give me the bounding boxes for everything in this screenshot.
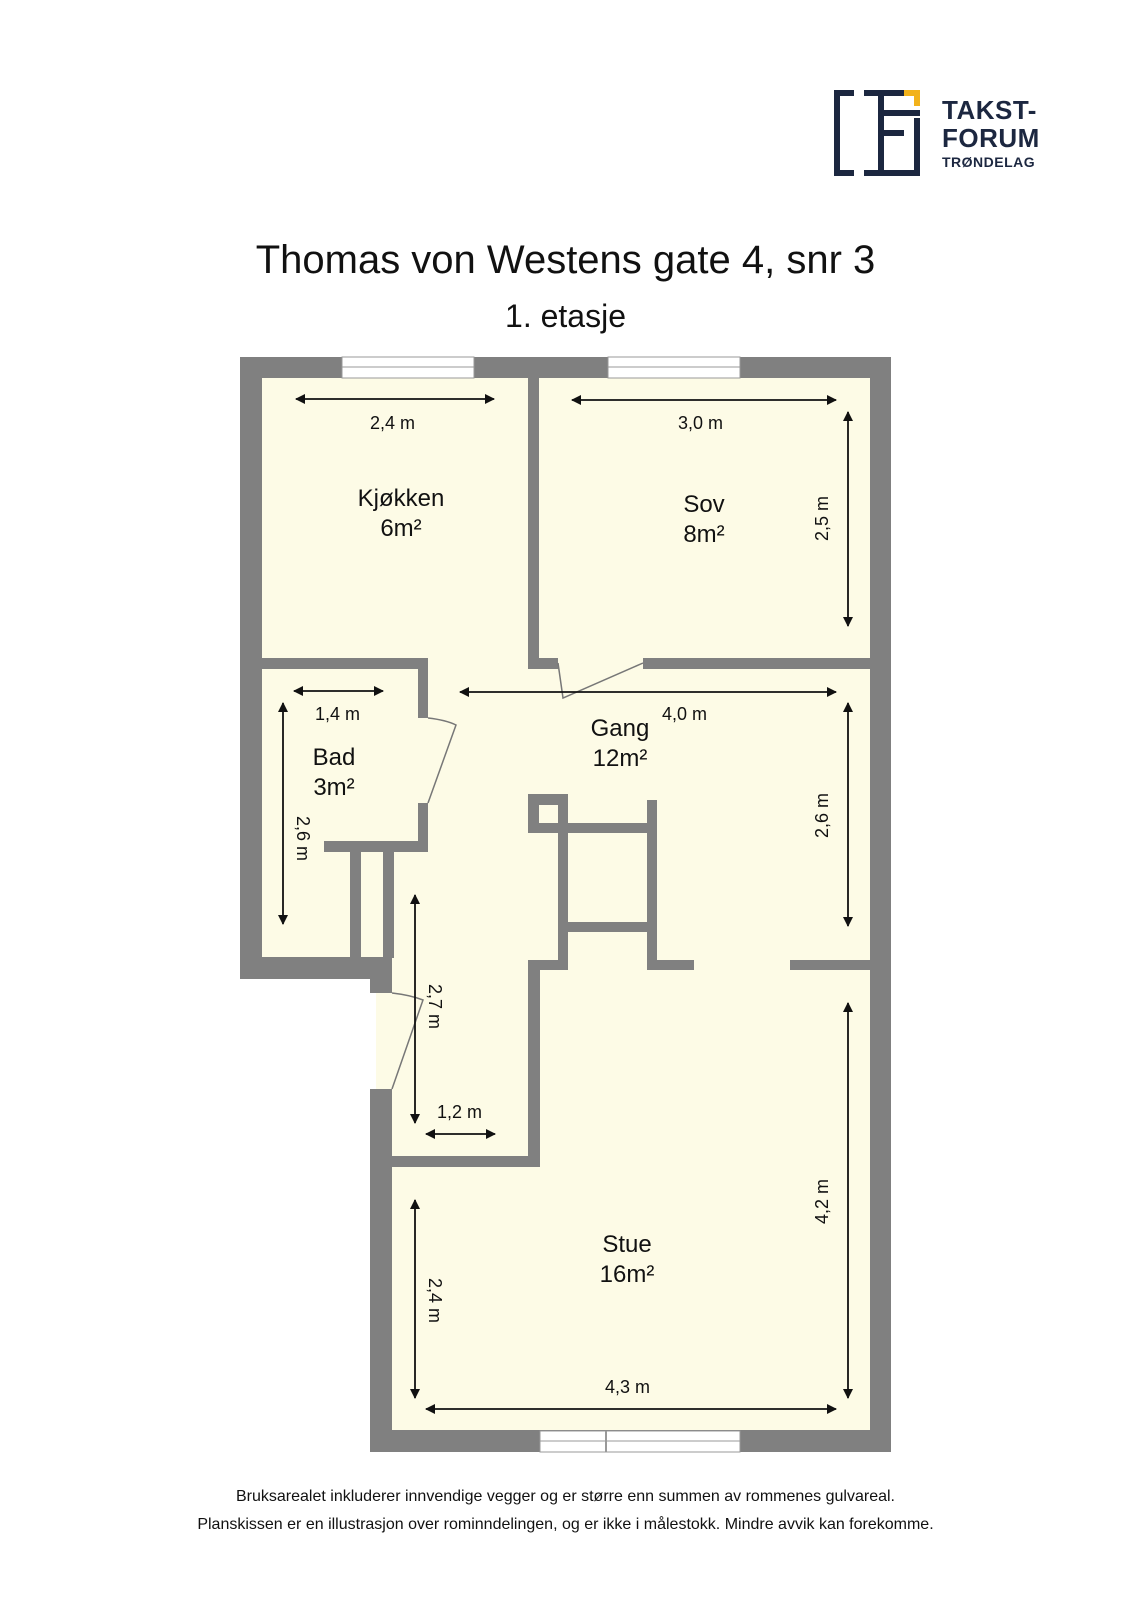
dim-entry-width: 1,2 m xyxy=(437,1102,483,1122)
takstforum-logo xyxy=(830,88,1060,180)
footer-note-area: Bruksarealet inkluderer innvendige vegge… xyxy=(236,1488,895,1505)
room-stue: Stue 16m² xyxy=(600,1230,655,1290)
room-kitchen: Kjøkken 6m² xyxy=(358,484,445,544)
dim-stue-height-left: 2,4 m xyxy=(425,1277,446,1324)
dim-stue-width: 4,3 m xyxy=(605,1377,651,1397)
dim-gang-width: 4,0 m xyxy=(662,704,708,724)
dim-bad-height: 2,6 m xyxy=(293,815,314,862)
room-area: 3m² xyxy=(313,774,355,801)
dim-bad-width: 1,4 m xyxy=(315,704,361,724)
window-sov xyxy=(607,356,741,379)
room-name: Bad xyxy=(312,744,356,771)
window-stue xyxy=(539,1430,741,1453)
room-bad: Bad 3m² xyxy=(313,743,356,803)
dim-sov-width: 3,0 m xyxy=(678,413,724,433)
room-sov: Sov 8m² xyxy=(683,490,724,550)
room-gang: Gang 12m² xyxy=(591,714,650,774)
logo-line-2: FORUM xyxy=(942,123,1040,153)
page-title: Thomas von Westens gate 4, snr 3 xyxy=(255,238,876,282)
room-area: 6m² xyxy=(380,515,422,542)
logo-text: TAKST- FORUM TRØNDELAG xyxy=(942,97,1040,169)
room-name: Sov xyxy=(683,491,725,518)
room-name: Gang xyxy=(590,715,650,742)
room-name: Kjøkken xyxy=(357,485,445,512)
dim-kitchen-width: 2,4 m xyxy=(370,413,416,433)
door-bad xyxy=(427,717,457,804)
windows xyxy=(341,356,741,1453)
window-kitchen xyxy=(341,356,475,379)
dim-sov-height: 2,5 m xyxy=(812,495,833,542)
room-area: 8m² xyxy=(683,521,725,548)
dimension-lines xyxy=(278,394,853,1414)
logo-line-3: TRØNDELAG xyxy=(942,154,1036,170)
floor-areas xyxy=(262,378,870,1438)
floor-subtitle: 1. etasje xyxy=(505,298,626,334)
dim-entry-height: 2,7 m xyxy=(425,983,446,1030)
dim-stue-height-right: 4,2 m xyxy=(812,1178,833,1225)
room-area: 16m² xyxy=(599,1261,655,1288)
logo-line-1: TAKST- xyxy=(942,95,1037,125)
room-area: 12m² xyxy=(592,745,648,772)
dim-gang-height: 2,6 m xyxy=(812,792,833,839)
logo-mark-icon xyxy=(834,90,920,176)
door-sov xyxy=(557,662,644,700)
room-name: Stue xyxy=(602,1231,652,1258)
footer-note-disclaimer: Planskissen er en illustrasjon over romi… xyxy=(197,1516,934,1533)
